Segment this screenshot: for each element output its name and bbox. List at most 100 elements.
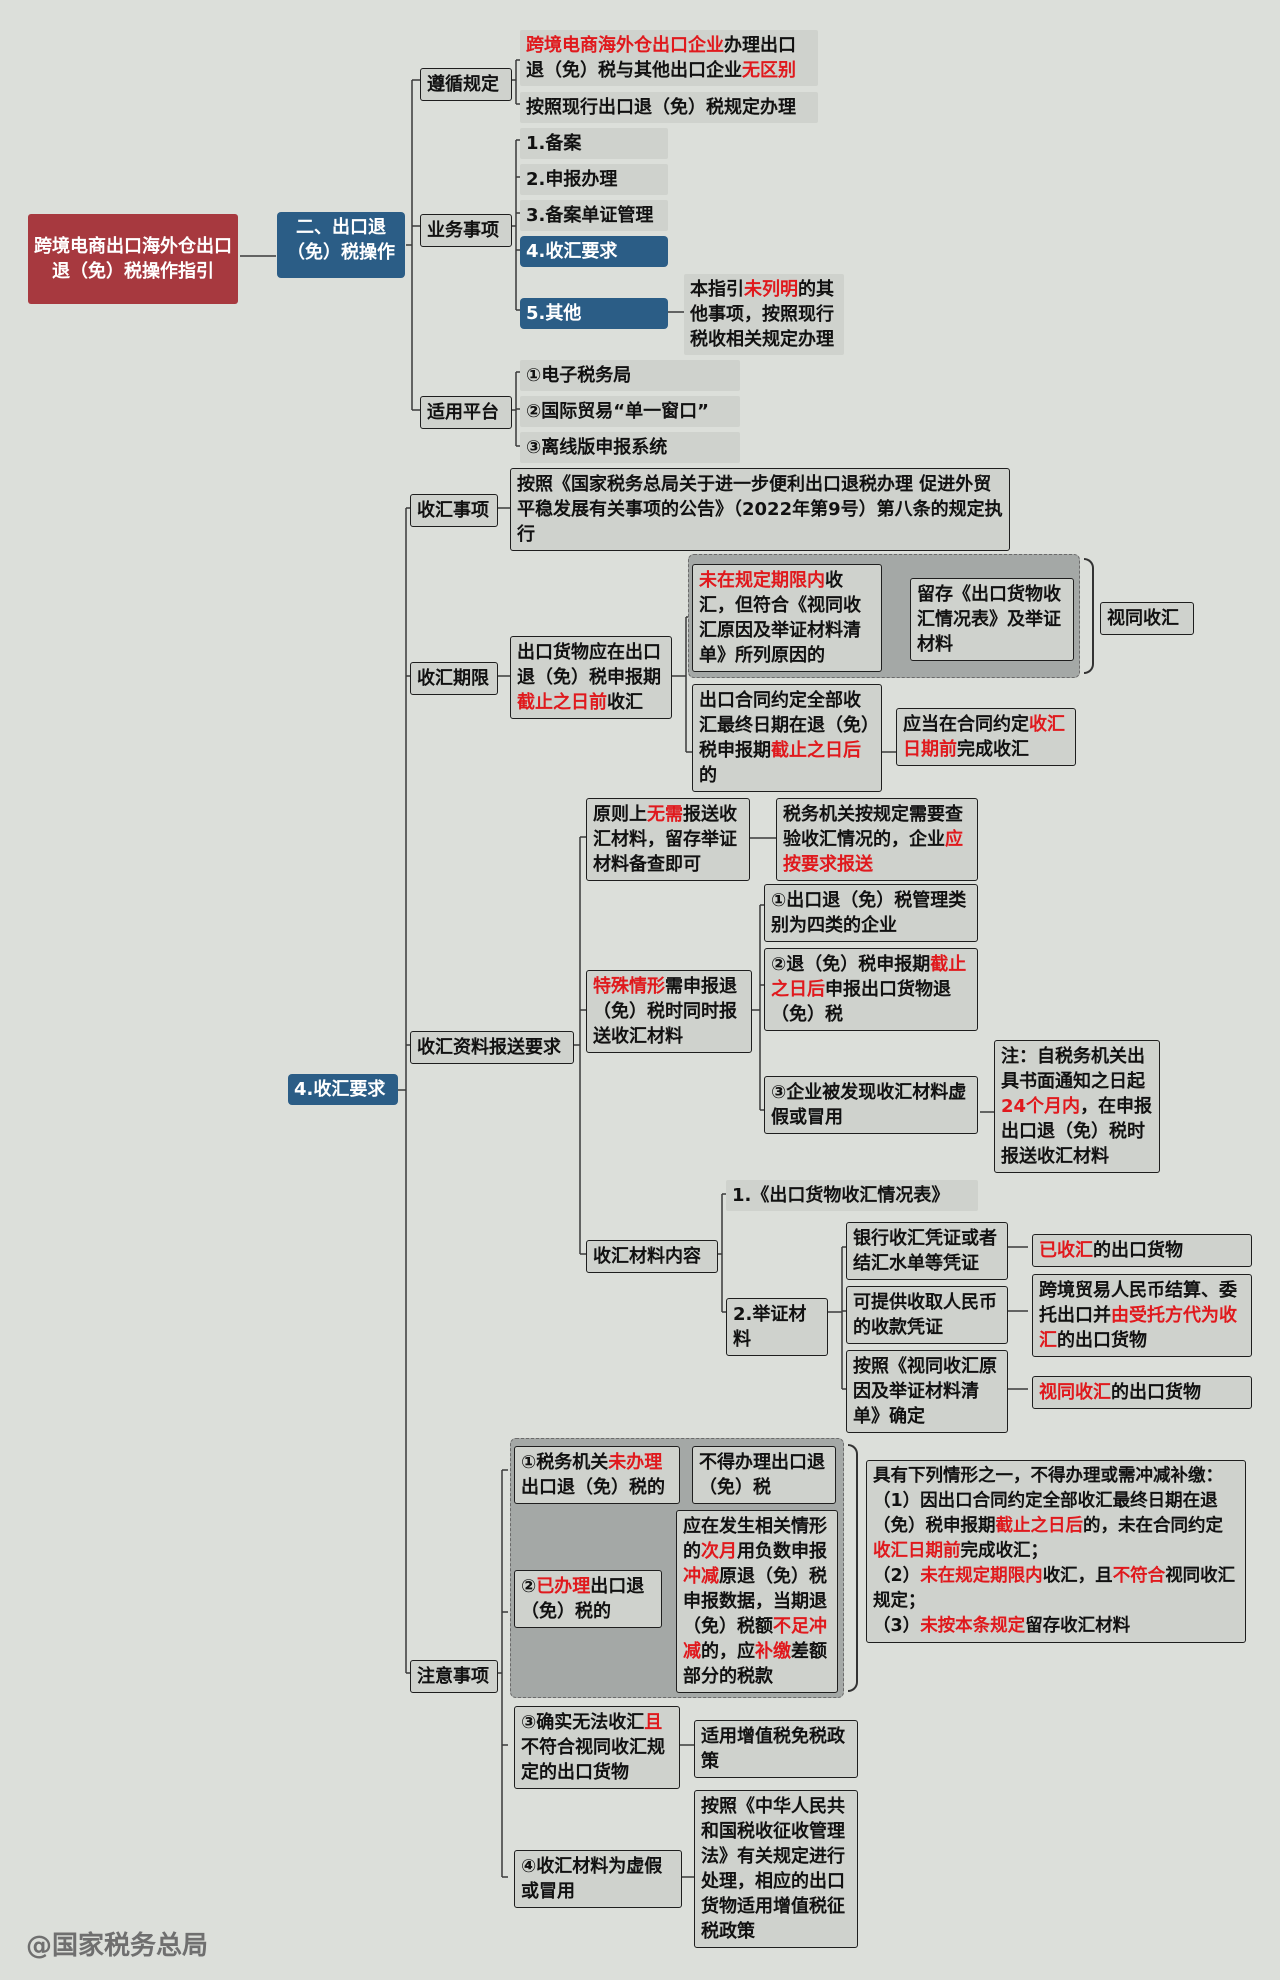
text-segment: 视同收汇规定；	[873, 1566, 1236, 1611]
submission-principle-result: 税务机关按规定需要查验收汇情况的，企业应按要求报送	[776, 798, 978, 881]
follow-rules-node: 遵循规定	[420, 68, 512, 101]
highlight-text: 冲减	[683, 1566, 719, 1587]
text-segment: 完成收汇	[957, 739, 1029, 760]
text-segment: 应当在合同约定	[903, 714, 1029, 735]
highlight-text: 已办理	[536, 1576, 591, 1597]
text-segment: 出口合同约定全部收汇最终日期在退（免）税申报期	[699, 690, 870, 761]
text-segment: ③确实无法收汇	[521, 1712, 645, 1733]
biz-item-filing: 1.备案	[520, 128, 668, 159]
other-note: 本指引未列明的其他事项，按照现行税收相关规定办理	[684, 274, 844, 355]
special-case-3: ③企业被发现收汇材料虚假或冒用	[764, 1076, 978, 1134]
evidence-result-3: 视同收汇的出口货物	[1032, 1376, 1252, 1409]
highlight-text: 未在规定期限内	[920, 1566, 1043, 1586]
platform-offline: ③离线版申报系统	[520, 432, 740, 463]
follow-rule-1: 跨境电商海外仓出口企业办理出口退（免）税与其他出口企业无区别	[520, 30, 818, 86]
deemed-collection-node: 视同收汇	[1100, 602, 1194, 635]
collection-deadline-node: 收汇期限	[410, 662, 498, 695]
text-segment: （3）	[873, 1616, 921, 1636]
text-segment: 办理出口退（免）税与其他出口企业	[526, 35, 796, 81]
highlight-text: 截止之日后	[771, 740, 861, 761]
note-1-result: 不得办理出口退（免）税	[692, 1446, 836, 1504]
collection-matters-text: 按照《国家税务总局关于进一步便利出口退税办理 促进外贸平稳发展有关事项的公告》（…	[510, 468, 1010, 551]
text-segment: 的出口货物	[1057, 1330, 1147, 1351]
conditions-box: 具有下列情形之一，不得办理或需冲减补缴： （1）因出口合同约定全部收汇最终日期在…	[866, 1460, 1246, 1643]
text-segment: 的出口货物	[1093, 1240, 1183, 1261]
text-segment: 完成收汇；	[960, 1541, 1049, 1561]
deadline-case-b: 出口合同约定全部收汇最终日期在退（免）税申报期截止之日后的	[692, 684, 882, 792]
note-2-result: 应在发生相关情形的次月用负数申报冲减原退（免）税申报数据，当期退（免）税额不足冲…	[676, 1510, 838, 1693]
text-segment: 留存收汇材料	[1025, 1616, 1131, 1636]
biz-item-document-management: 3.备案单证管理	[520, 200, 668, 231]
conditions-3: （3）未按本条规定留存收汇材料	[873, 1614, 1239, 1639]
root-topic: 跨境电商出口海外仓出口退（免）税操作指引	[28, 214, 238, 304]
highlight-text: 收汇日期前	[873, 1541, 961, 1561]
highlight-text: 跨境电商海外仓出口企业	[526, 35, 724, 56]
highlight-text: 24个月内	[1001, 1096, 1081, 1117]
deadline-case-a: 未在规定期限内收汇，但符合《视同收汇原因及举证材料清单》所列原因的	[692, 564, 882, 672]
text-segment: 的，未在合同约定	[1083, 1516, 1223, 1536]
biz-item-collection: 4.收汇要求	[520, 236, 668, 267]
conditions-head: 具有下列情形之一，不得办理或需冲减补缴：	[873, 1466, 1223, 1486]
note-4-result: 按照《中华人民共和国税收征收管理法》有关规定进行处理，相应的出口货物适用增值税征…	[694, 1790, 858, 1948]
evidence-rmb: 可提供收取人民币的收款凭证	[846, 1286, 1008, 1344]
evidence-bank: 银行收汇凭证或者结汇水单等凭证	[846, 1222, 1008, 1280]
text-segment: 收汇，且	[1042, 1566, 1113, 1586]
text-segment: 的，应	[701, 1641, 755, 1662]
text-segment: 出口货物应在出口退（免）税申报期	[517, 642, 661, 688]
highlight-text: 视同收汇	[1039, 1382, 1111, 1403]
text-segment: ②	[521, 1576, 537, 1597]
text-segment: 原则上	[593, 804, 647, 825]
text-segment: 不符合视同收汇规定的出口货物	[521, 1737, 665, 1783]
text-segment: ，在申报出口退（免）税时报送收汇材料	[1001, 1096, 1153, 1167]
text-segment: 出口退（免）税的	[521, 1576, 645, 1622]
business-items-node: 业务事项	[420, 214, 512, 247]
evidence-deemed: 按照《视同收汇原因及举证材料清单》确定	[846, 1350, 1008, 1433]
highlight-text: 无需	[647, 804, 683, 825]
highlight-text: 由受托方代为收汇	[1039, 1305, 1237, 1351]
text-segment: 的	[699, 765, 717, 786]
highlight-text: 未在规定期限内	[699, 570, 825, 591]
platform-etax: ①电子税务局	[520, 360, 740, 391]
biz-item-other: 5.其他	[520, 298, 668, 329]
text-segment: 注：自税务机关出具书面通知之日起	[1001, 1046, 1145, 1092]
biz-item-declaration: 2.申报办理	[520, 164, 668, 195]
note-4: ④收汇材料为虚假或冒用	[514, 1850, 682, 1908]
watermark: @国家税务总局	[26, 1931, 209, 1961]
section-4-node: 4.收汇要求	[288, 1074, 398, 1105]
deadline-brace	[1084, 558, 1094, 674]
text-segment: （1）因出口合同约定全部收汇最终日期在退（免）税申报期	[873, 1491, 1218, 1536]
follow-rule-2: 按照现行出口退（免）税规定办理	[520, 92, 818, 123]
text-segment: 差额部分的税款	[683, 1641, 827, 1687]
material-content-node: 收汇材料内容	[586, 1240, 718, 1273]
highlight-text: 应按要求报送	[783, 829, 963, 875]
highlight-text: 未按本条规定	[920, 1616, 1026, 1636]
highlight-text: 截止之日前	[517, 692, 607, 713]
text-segment: 税务机关按规定需要查验收汇情况的，企业	[783, 804, 963, 850]
collection-matters-node: 收汇事项	[410, 494, 498, 527]
text-segment: 收汇，但符合《视同收汇原因及举证材料清单》所列原因的	[699, 570, 861, 666]
highlight-text: 已收汇	[1039, 1240, 1093, 1261]
text-segment: 的其他事项，按照现行税收相关规定办理	[690, 279, 834, 350]
highlight-text: 收汇日期前	[903, 714, 1065, 760]
submission-principle: 原则上无需报送收汇材料，留存举证材料备查即可	[586, 798, 750, 881]
highlight-text: 次月	[701, 1541, 737, 1562]
material-form: 1.《出口货物收汇情况表》	[726, 1180, 978, 1211]
conditions-2: （2）未在规定期限内收汇，且不符合视同收汇规定；	[873, 1564, 1239, 1614]
text-segment: 出口退（免）税的	[521, 1477, 665, 1498]
note-1: ①税务机关未办理出口退（免）税的	[514, 1446, 680, 1504]
deadline-rule: 出口货物应在出口退（免）税申报期截止之日前收汇	[510, 636, 672, 719]
highlight-text: 补缴	[755, 1641, 791, 1662]
text-segment: 本指引	[690, 279, 744, 300]
text-segment: 跨境贸易人民币结算、委托出口并	[1039, 1280, 1237, 1326]
special-case-1: ①出口退（免）税管理类别为四类的企业	[764, 884, 978, 942]
deadline-case-a-result: 留存《出口货物收汇情况表》及举证材料	[910, 578, 1074, 661]
text-segment: 应在发生相关情形的	[683, 1516, 827, 1562]
highlight-text: 无区别	[742, 60, 796, 81]
conditions-1: （1）因出口合同约定全部收汇最终日期在退（免）税申报期截止之日后的，未在合同约定…	[873, 1489, 1239, 1564]
text-segment: （2）	[873, 1566, 921, 1586]
highlight-text: 截止之日后	[995, 1516, 1084, 1536]
highlight-text: 未办理	[608, 1452, 663, 1473]
highlight-text: 不足冲减	[683, 1616, 827, 1662]
section-2-node: 二、出口退（免）税操作	[277, 212, 405, 278]
